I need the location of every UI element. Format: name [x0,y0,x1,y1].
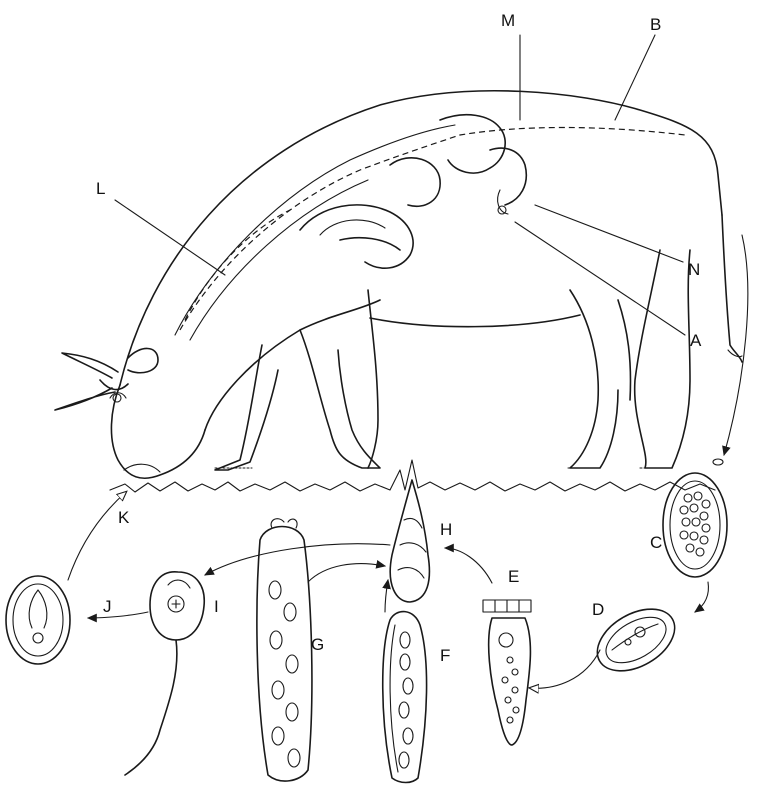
stage-c-egg [663,473,727,577]
stage-j-metacercaria [6,576,70,664]
label-c: C [650,533,662,552]
label-k: K [118,508,130,527]
goat-host [55,91,742,478]
cycle-arrows [68,492,708,688]
stage-f-sporocyst [383,612,427,783]
label-i: I [214,597,219,616]
label-e: E [508,567,519,586]
label-h: H [440,520,452,539]
stage-labels: M B L N A C D E F G H I J K [96,11,702,665]
goat-internal-organs [175,115,685,340]
label-g: G [311,635,324,654]
grass-line [110,460,715,492]
label-l: L [96,179,105,198]
label-j: J [103,597,112,616]
label-b: B [650,15,661,34]
label-a: A [690,331,702,350]
label-n: N [688,260,700,279]
label-leaders [115,35,685,335]
stage-i-cercaria [125,572,204,775]
tail-drop-arrow [724,235,748,455]
faeces-pellet [713,459,723,465]
label-d: D [592,600,604,619]
label-m: M [501,11,515,30]
label-f: F [440,646,450,665]
stage-g-redia [257,519,312,781]
stage-h-snail [390,480,429,602]
stage-e-miracidium [483,600,531,745]
